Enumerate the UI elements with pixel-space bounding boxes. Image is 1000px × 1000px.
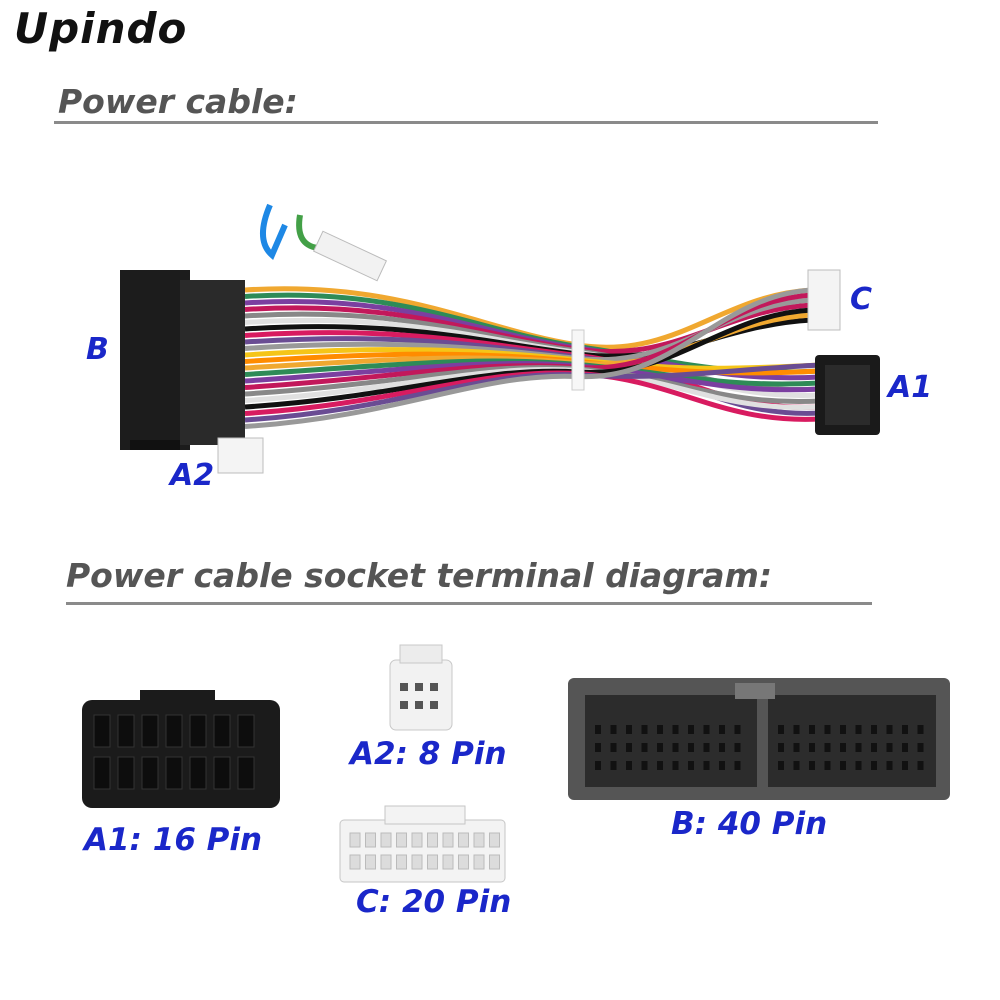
- cable-tie: [571, 329, 585, 391]
- blue-wire-loop: [260, 203, 288, 260]
- caption-b-40-pin: B: 40 Pin: [671, 806, 828, 842]
- wire-bundle: [244, 286, 821, 429]
- harness-label-a1: A1: [888, 370, 933, 405]
- harness-label-b: B: [86, 332, 109, 367]
- section-heading-terminal-diagram: Power cable socket terminal diagram:: [66, 556, 773, 595]
- connector-b-body: [120, 270, 245, 450]
- connector-c-body: [807, 269, 841, 331]
- harness-label-c: C: [850, 282, 873, 317]
- caption-c-20-pin: C: 20 Pin: [356, 884, 512, 920]
- connector-a1-body: [815, 355, 880, 435]
- caption-a1-16-pin: A1: 16 Pin: [84, 822, 263, 858]
- wire-tag: [312, 230, 388, 282]
- harness-label-a2: A2: [170, 458, 215, 493]
- caption-a2-8-pin: A2: 8 Pin: [350, 736, 507, 772]
- connector-a2-body: [217, 437, 264, 474]
- section-heading-power-cable: Power cable:: [58, 82, 298, 121]
- heading-underline: [54, 121, 878, 124]
- heading-underline: [66, 602, 872, 605]
- green-wire-loop: [296, 214, 319, 251]
- brand-logo: Upindo: [14, 4, 188, 53]
